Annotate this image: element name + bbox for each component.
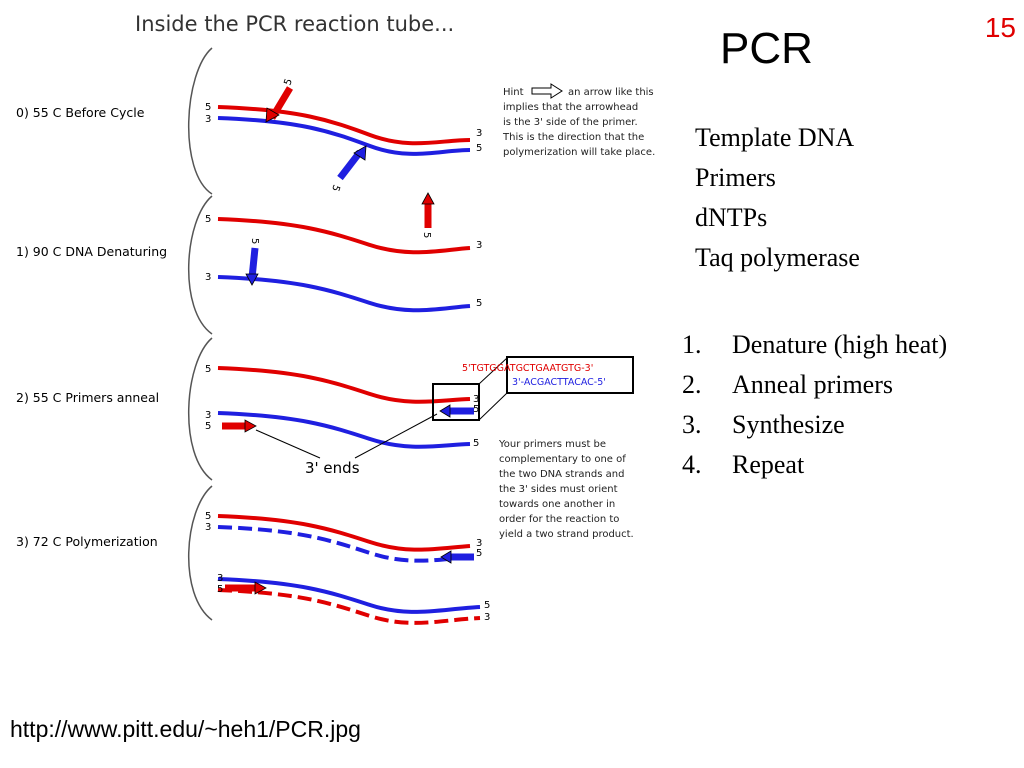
materials-list: Template DNA Primers dNTPs Taq polymeras… — [695, 118, 860, 278]
svg-text:5: 5 — [476, 143, 482, 154]
template-strand-bottom — [217, 116, 471, 156]
svg-text:3: 3 — [476, 240, 482, 251]
primer-highlight-box — [432, 383, 480, 421]
svg-text:5: 5 — [476, 298, 482, 309]
blue-primer-arrow — [337, 149, 363, 181]
sequence-top: 5'TGTGGATGCTGAATGTG-3' — [462, 363, 593, 374]
separated-strand-top — [217, 217, 471, 255]
stage-1-end-labels: 5 3 3 5 5 5 — [205, 214, 482, 309]
material-item: dNTPs — [695, 203, 768, 232]
stage-2-end-labels: 5 3 5 3 5 5 — [205, 364, 479, 449]
blue-primer-arrowhead — [353, 145, 367, 161]
stage-label-polymerization: 3) 72 C Polymerization — [16, 534, 158, 549]
svg-text:implies that the arrowhead: implies that the arrowhead — [503, 102, 638, 113]
callout-lines — [255, 357, 508, 459]
svg-text:order for the reaction to: order for the reaction to — [499, 514, 619, 525]
stage-0-end-labels: 5 3 3 5 5 5 — [205, 77, 482, 192]
stage-0-primers — [265, 86, 367, 181]
stage-label-primers-anneal: 2) 55 C Primers anneal — [16, 390, 159, 405]
step-number: 1. — [682, 330, 702, 359]
sequence-box — [506, 356, 634, 394]
svg-text:5: 5 — [205, 102, 211, 113]
svg-text:towards one another in: towards one another in — [499, 499, 615, 510]
svg-text:the 3' sides must orient: the 3' sides must orient — [499, 484, 618, 495]
primer-note: Your primers must be complementary to on… — [498, 439, 634, 540]
svg-text:3: 3 — [484, 612, 490, 623]
svg-text:This is the direction that the: This is the direction that the — [502, 132, 644, 143]
svg-text:the two DNA strands and: the two DNA strands and — [499, 469, 624, 480]
step-text: Denature (high heat) — [732, 330, 948, 359]
hint-prefix: Hint — [503, 87, 524, 98]
material-item: Taq polymerase — [695, 243, 860, 272]
step-number: 2. — [682, 370, 702, 399]
stage-1-primers — [245, 192, 435, 286]
svg-text:5: 5 — [473, 438, 479, 449]
stage-label-before-cycle: 0) 55 C Before Cycle — [16, 105, 145, 120]
hint-arrow-icon — [531, 83, 563, 99]
svg-text:polymerization will take place: polymerization will take place. — [503, 147, 655, 158]
diagram-title: Inside the PCR reaction tube... — [135, 12, 454, 36]
material-item: Primers — [695, 163, 776, 192]
svg-text:3: 3 — [476, 128, 482, 139]
step-item: 2. Anneal primers — [682, 365, 947, 405]
stage-2-strands — [217, 366, 471, 449]
tube-brackets — [187, 47, 213, 621]
stage-3-end-labels: 5 3 3 5 3 5 5 3 — [205, 511, 490, 623]
step-text: Anneal primers — [732, 370, 894, 399]
svg-text:5: 5 — [421, 232, 432, 238]
slide-title: PCR — [720, 24, 813, 73]
stage-1-strands — [217, 217, 471, 313]
svg-text:3: 3 — [217, 573, 223, 584]
svg-text:5: 5 — [329, 183, 342, 193]
step-text: Synthesize — [732, 410, 845, 439]
svg-text:5: 5 — [205, 421, 211, 432]
svg-text:5: 5 — [249, 238, 260, 244]
svg-text:3: 3 — [205, 114, 211, 125]
svg-text:3: 3 — [205, 272, 211, 283]
svg-text:Your primers must be: Your primers must be — [498, 439, 606, 450]
svg-text:yield a two strand product.: yield a two strand product. — [499, 529, 634, 540]
svg-text:3: 3 — [476, 538, 482, 549]
svg-text:5: 5 — [205, 511, 211, 522]
stage-2-primers — [222, 404, 474, 433]
material-item: Template DNA — [695, 123, 855, 152]
svg-text:5: 5 — [282, 77, 295, 87]
svg-text:5: 5 — [476, 548, 482, 559]
separated-strand-bottom — [217, 275, 471, 313]
step-number: 3. — [682, 410, 702, 439]
slide-number: 15 — [984, 12, 1016, 43]
svg-text:5: 5 — [205, 364, 211, 375]
step-item: 1. Denature (high heat) — [682, 325, 947, 365]
svg-text:3: 3 — [473, 394, 479, 405]
svg-text:3: 3 — [205, 410, 211, 421]
svg-text:5: 5 — [484, 600, 490, 611]
hint-block: Hint an arrow like this implies that the… — [502, 83, 655, 158]
three-prime-ends-label: 3' ends — [305, 459, 360, 477]
svg-text:complementary to one of: complementary to one of — [499, 454, 626, 465]
source-url[interactable]: http://www.pitt.edu/~heh1/PCR.jpg — [10, 716, 361, 742]
stage-3-strands — [217, 514, 481, 625]
steps-list: 1.Denature (high heat) 2.Anneal primers … — [682, 325, 947, 485]
svg-text:is the 3' side of the primer.: is the 3' side of the primer. — [503, 117, 638, 128]
svg-text:an arrow like this: an arrow like this — [568, 87, 654, 98]
step-text: Repeat — [732, 450, 805, 479]
svg-text:5: 5 — [217, 584, 223, 595]
step-item: 3. Synthesize — [682, 405, 947, 445]
sequence-bottom: 3'-ACGACTTACAC-5' — [512, 377, 606, 388]
stage-0-strands — [217, 105, 471, 156]
step-item: 4. Repeat — [682, 445, 947, 485]
stage-3-primers — [225, 550, 474, 595]
svg-text:3: 3 — [205, 522, 211, 533]
step-number: 4. — [682, 450, 702, 479]
svg-text:5: 5 — [473, 404, 479, 415]
red-primer-arrowhead — [265, 107, 280, 123]
stage-label-denaturing: 1) 90 C DNA Denaturing — [16, 244, 167, 259]
svg-text:5: 5 — [205, 214, 211, 225]
